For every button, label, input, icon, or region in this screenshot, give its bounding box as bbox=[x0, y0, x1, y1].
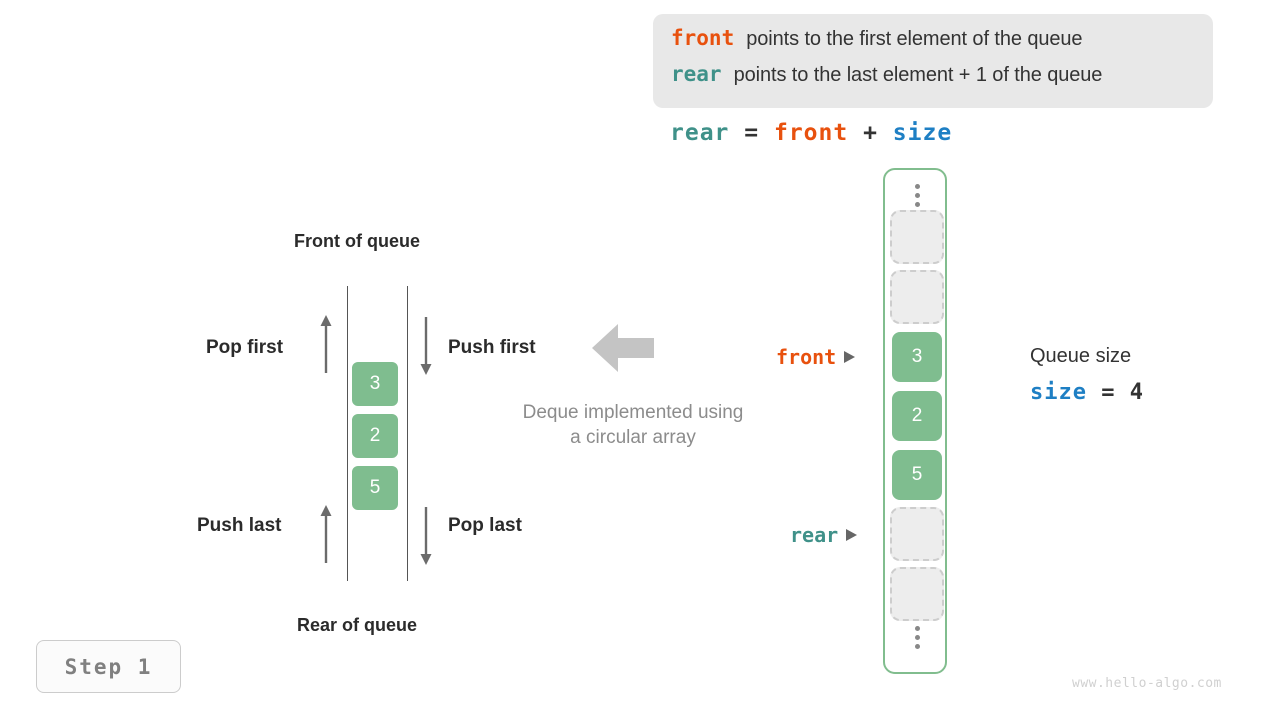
array-slot-empty bbox=[890, 507, 944, 561]
caption-line-2: a circular array bbox=[570, 427, 696, 448]
arrow-left-icon bbox=[592, 324, 654, 372]
caption-line-1: Deque implemented using bbox=[522, 402, 744, 423]
watermark: www.hello-algo.com bbox=[1072, 676, 1222, 691]
pointer-legend-box: front points to the first element of the… bbox=[653, 14, 1213, 108]
queue-size-number: 4 bbox=[1129, 380, 1144, 405]
queue-size-equals: = bbox=[1101, 380, 1116, 405]
deque-cell: 5 bbox=[350, 464, 400, 512]
rear-pointer-text: rear bbox=[790, 523, 839, 547]
queue-size-title: Queue size bbox=[1030, 345, 1132, 367]
arrow-right-icon bbox=[844, 351, 856, 363]
array-slot-filled: 5 bbox=[890, 448, 944, 502]
array-slot-empty bbox=[890, 210, 944, 264]
legend-text-rear: points to the last element + 1 of the qu… bbox=[733, 64, 1103, 86]
arrow-up-icon bbox=[320, 315, 332, 373]
formula-plus: + bbox=[863, 120, 878, 146]
push-last-label: Push last bbox=[197, 515, 282, 536]
deque-cell: 2 bbox=[350, 412, 400, 460]
step-badge: Step 1 bbox=[36, 640, 181, 693]
formula-equals: = bbox=[744, 120, 760, 146]
arrow-down-icon bbox=[420, 317, 432, 375]
legend-keyword-rear: rear bbox=[671, 62, 722, 86]
arrow-up-icon bbox=[320, 505, 332, 563]
vertical-ellipsis-icon bbox=[885, 184, 949, 207]
diagram-caption: Deque implemented using a circular array bbox=[494, 400, 772, 450]
front-pointer-label: front bbox=[776, 345, 856, 369]
arrow-down-icon bbox=[420, 507, 432, 565]
deque-rail-right bbox=[407, 286, 408, 581]
array-slot-filled: 3 bbox=[890, 330, 944, 384]
legend-keyword-front: front bbox=[671, 26, 735, 50]
arrow-right-icon bbox=[846, 529, 858, 541]
queue-size-expression: size = 4 bbox=[1030, 380, 1144, 405]
rear-pointer-label: rear bbox=[790, 523, 858, 547]
vertical-ellipsis-icon bbox=[885, 626, 949, 649]
pop-last-label: Pop last bbox=[448, 515, 522, 536]
front-of-queue-label: Front of queue bbox=[294, 231, 420, 251]
legend-line-front: front points to the first element of the… bbox=[671, 26, 1195, 62]
legend-line-rear: rear points to the last element + 1 of t… bbox=[671, 62, 1195, 98]
legend-text-front: points to the first element of the queue bbox=[746, 28, 1083, 50]
formula-front: front bbox=[773, 120, 849, 146]
rear-of-queue-label: Rear of queue bbox=[297, 615, 418, 635]
front-pointer-text: front bbox=[776, 345, 837, 369]
queue-size-varname: size bbox=[1030, 380, 1087, 405]
array-slot-empty bbox=[890, 270, 944, 324]
rear-formula: rear = front + size bbox=[670, 120, 952, 146]
array-slot-filled: 2 bbox=[890, 389, 944, 443]
formula-rear: rear bbox=[670, 120, 730, 146]
push-first-label: Push first bbox=[448, 337, 536, 358]
pop-first-label: Pop first bbox=[206, 337, 284, 358]
array-slot-empty bbox=[890, 567, 944, 621]
deque-rail-left bbox=[347, 286, 348, 581]
circular-array-container: 3 2 5 bbox=[883, 168, 947, 674]
deque-cell: 3 bbox=[350, 360, 400, 408]
formula-size: size bbox=[892, 120, 953, 146]
